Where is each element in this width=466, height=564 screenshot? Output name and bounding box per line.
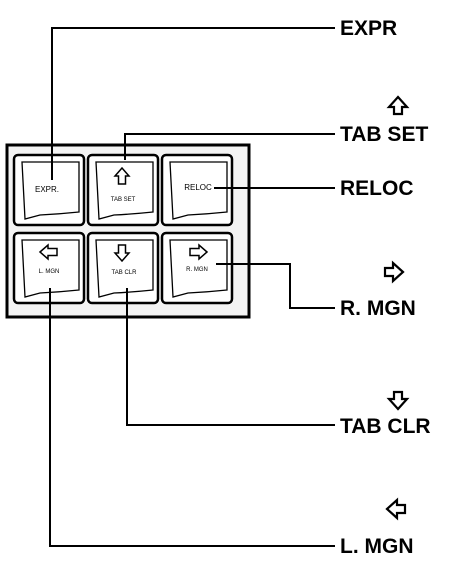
leader-l-mgn (49, 288, 335, 547)
label-reloc: RELOC (340, 177, 414, 200)
arrow-right-icon (189, 243, 209, 261)
key-r-mgn-label: R. MGN (186, 267, 208, 273)
key-expr[interactable]: EXPR. (12, 153, 86, 227)
key-l-mgn[interactable]: L. MGN (12, 231, 86, 305)
leader-tab-clr (126, 288, 335, 426)
arrow-left-icon (38, 243, 58, 261)
label-r-mgn: R. MGN (340, 297, 416, 320)
arrow-down-icon (386, 390, 410, 411)
arrow-left-icon (385, 497, 407, 521)
arrow-up-icon (386, 95, 410, 116)
arrow-right-icon (383, 260, 405, 284)
key-r-mgn[interactable]: R. MGN (160, 231, 234, 305)
leader-tab-set (124, 133, 335, 160)
arrow-down-icon (113, 244, 131, 263)
leader-r-mgn (216, 263, 335, 309)
key-tab-clr-label: TAB CLR (112, 270, 138, 276)
leader-expr (51, 27, 335, 180)
key-reloc[interactable]: RELOC (160, 153, 234, 227)
key-tab-set[interactable]: TAB SET (86, 153, 160, 227)
label-l-mgn: L. MGN (340, 535, 414, 558)
label-tab-set: TAB SET (340, 123, 428, 146)
key-expr-label: EXPR. (35, 185, 59, 194)
arrow-up-icon (113, 166, 131, 185)
key-tab-set-label: TAB SET (111, 197, 136, 203)
key-l-mgn-label: L. MGN (39, 269, 60, 275)
label-expr: EXPR (340, 17, 397, 40)
key-tab-clr[interactable]: TAB CLR (86, 231, 160, 305)
label-tab-clr: TAB CLR (340, 415, 431, 438)
key-reloc-label: RELOC (184, 183, 212, 192)
